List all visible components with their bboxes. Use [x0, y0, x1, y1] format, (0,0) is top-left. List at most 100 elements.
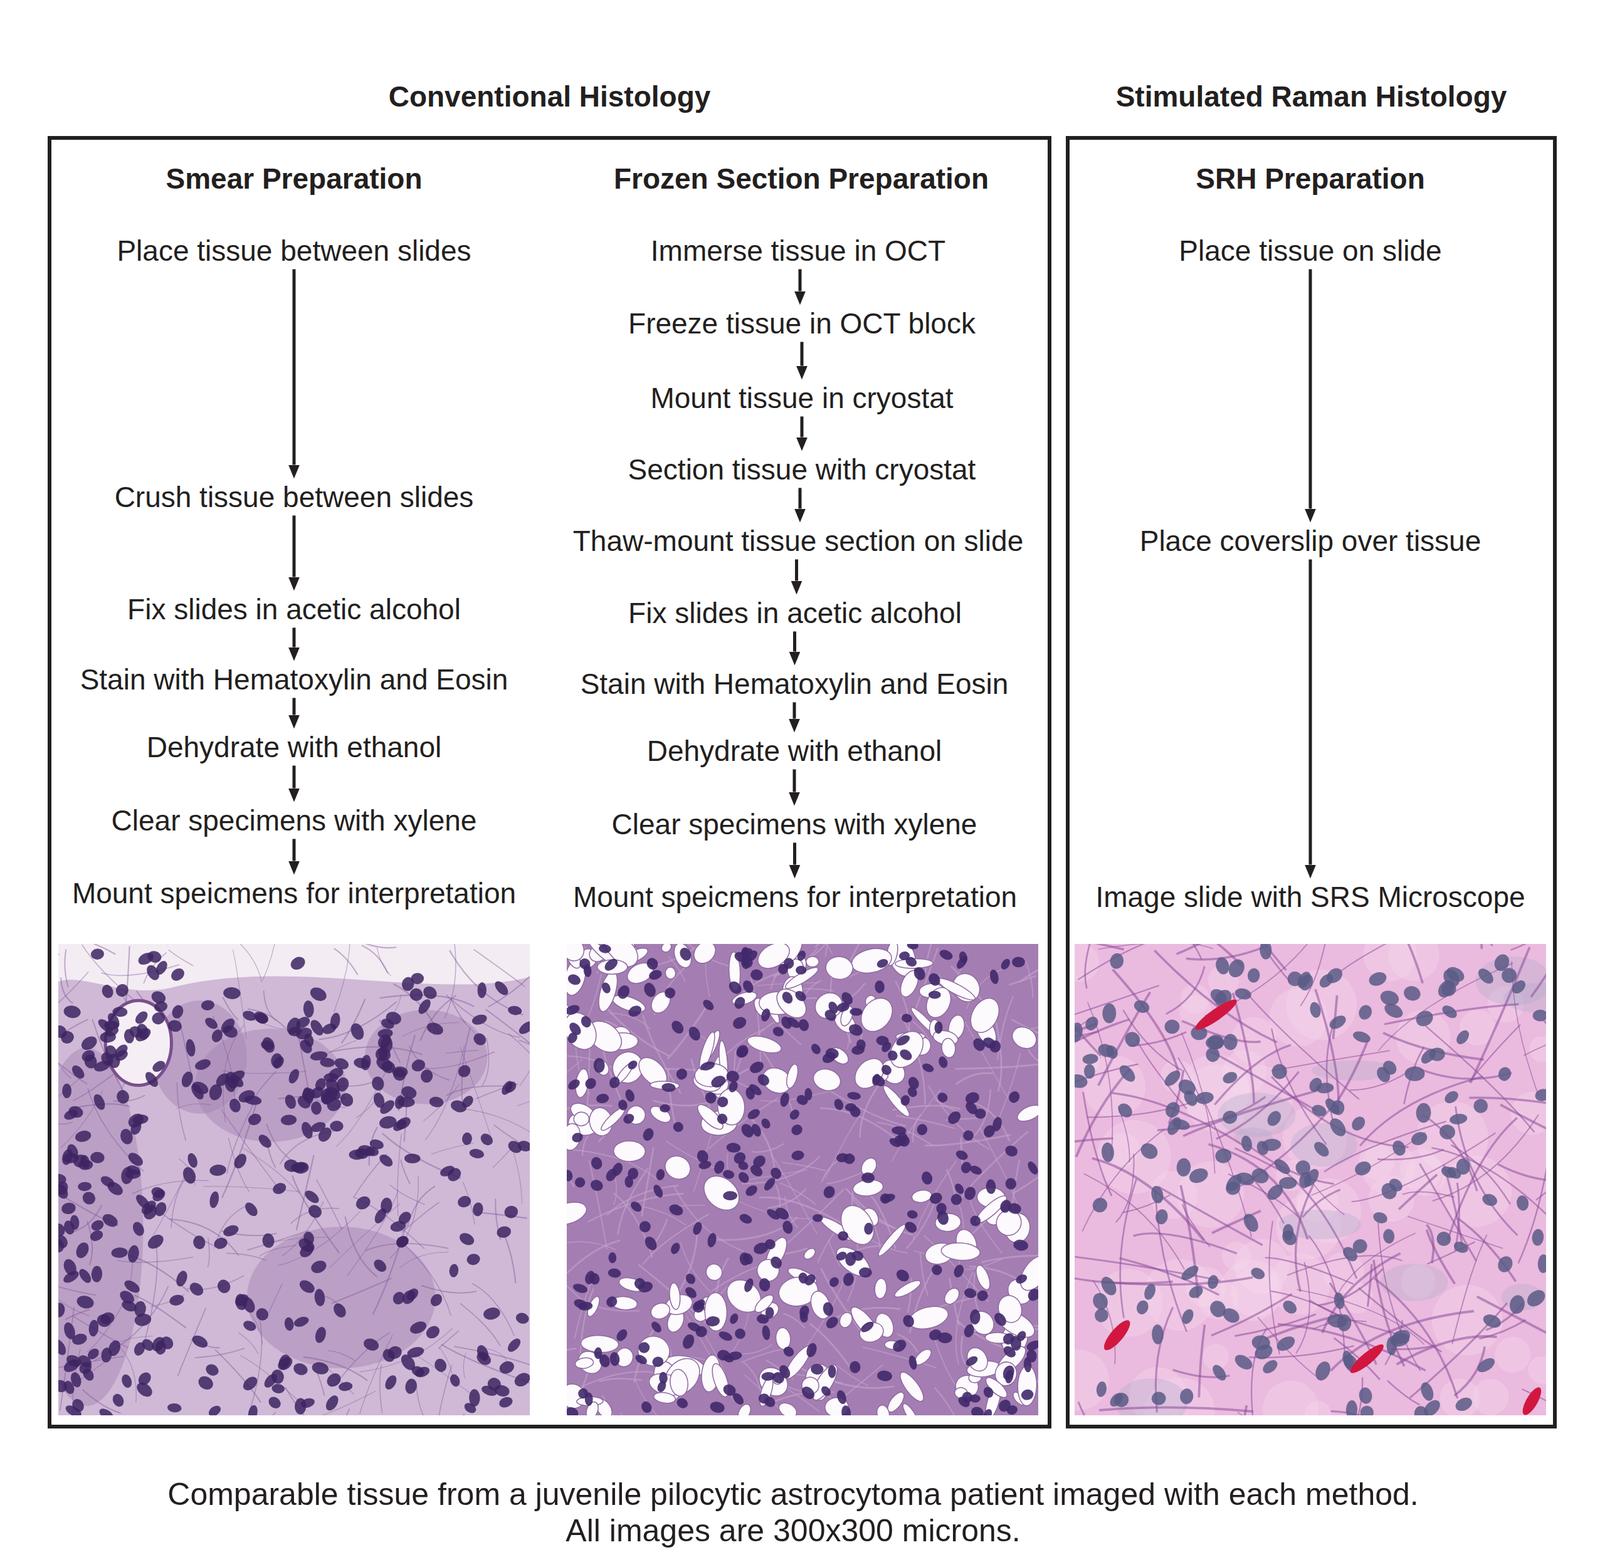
cell-nucleus: [119, 1373, 133, 1390]
freeze-artifact-hole: [801, 1246, 818, 1262]
glial-fiber: [1092, 1158, 1205, 1241]
cell-nucleus: [907, 1354, 919, 1371]
cell-nucleus: [1151, 1391, 1167, 1406]
tissue-streak: [709, 1217, 799, 1241]
glial-fiber: [508, 1033, 575, 1118]
srh-mottle: [1439, 1378, 1480, 1419]
cell-nucleus: [52, 1302, 66, 1319]
cell-nucleus: [215, 1277, 233, 1296]
cell-nucleus: [571, 1282, 589, 1296]
glial-fiber: [1042, 985, 1160, 1026]
cell-nucleus: [419, 1068, 434, 1085]
cell-nucleus: [302, 1231, 315, 1247]
cell-nucleus: [945, 1109, 964, 1127]
cell-nucleus: [1340, 1244, 1361, 1265]
cell-nucleus: [937, 947, 955, 962]
glial-fiber: [224, 931, 262, 983]
cell-nucleus: [150, 1011, 167, 1027]
cell-nucleus: [1012, 1238, 1029, 1253]
cell-nucleus: [683, 1285, 700, 1301]
cell-nucleus: [602, 956, 621, 974]
cell-nucleus: [478, 1131, 496, 1148]
cell-nucleus: [810, 1363, 824, 1375]
cell-nucleus: [906, 1209, 919, 1220]
cell-nucleus: [649, 1319, 664, 1335]
cell-nucleus: [762, 1176, 778, 1193]
freeze-artifact-hole: [697, 1169, 747, 1217]
cell-nucleus: [564, 1405, 580, 1421]
smear-dense-area: [30, 1047, 143, 1407]
cell-nucleus: [892, 1134, 908, 1148]
cell-nucleus: [394, 1234, 411, 1250]
tissue-streak: [620, 1413, 658, 1479]
cell-nucleus: [78, 1033, 100, 1053]
cell-nucleus: [879, 1063, 894, 1078]
cell-nucleus: [626, 1003, 644, 1020]
glial-fiber: [438, 1331, 459, 1350]
cell-nucleus: [305, 1202, 325, 1221]
glial-fiber: [144, 1239, 158, 1343]
cell-nucleus: [1102, 1003, 1116, 1024]
glial-fiber: [259, 1245, 297, 1258]
cell-nucleus: [233, 1292, 251, 1310]
cell-nucleus: [1438, 978, 1459, 1000]
cell-nucleus: [152, 1200, 169, 1219]
cell-nucleus: [150, 1187, 168, 1205]
cell-nucleus: [699, 1060, 716, 1073]
cell-nucleus: [828, 1365, 837, 1379]
glial-fiber: [336, 1062, 390, 1148]
glial-fiber: [347, 1189, 399, 1276]
cell-nucleus: [647, 968, 664, 982]
cell-nucleus: [187, 1280, 207, 1299]
cell-nucleus: [781, 1220, 795, 1236]
cell-nucleus: [348, 1149, 365, 1161]
cell-nucleus: [200, 999, 216, 1012]
freeze-artifact-hole: [659, 941, 674, 955]
cell-nucleus: [1186, 1284, 1206, 1301]
cell-nucleus: [1247, 968, 1261, 984]
cell-nucleus: [270, 1181, 288, 1197]
cell-nucleus: [926, 971, 943, 989]
cell-nucleus: [231, 1151, 249, 1171]
freeze-artifact-hole: [900, 1401, 921, 1427]
freeze-artifact-hole: [648, 1300, 673, 1322]
cell-nucleus: [313, 1326, 328, 1345]
cell-nucleus: [1491, 952, 1512, 974]
cell-nucleus: [385, 1344, 404, 1362]
glial-fiber: [1158, 1186, 1263, 1246]
cell-nucleus: [193, 1057, 212, 1073]
cell-nucleus: [113, 981, 132, 1000]
process-step: Fix slides in acetic alcohol: [127, 593, 461, 627]
cell-nucleus: [721, 1382, 738, 1399]
cell-nucleus: [1003, 1176, 1018, 1191]
cell-nucleus: [732, 994, 748, 1011]
cell-nucleus: [988, 968, 1000, 985]
cell-nucleus: [603, 1166, 619, 1184]
cell-nucleus: [1440, 1003, 1460, 1021]
freeze-artifact-hole: [892, 1277, 923, 1301]
cell-nucleus: [858, 1319, 876, 1335]
step-text: Dehydrate with ethanol: [647, 734, 943, 769]
freeze-artifact-hole: [964, 993, 1005, 1038]
cell-nucleus: [253, 1305, 271, 1324]
cell-nucleus: [564, 1003, 582, 1017]
cell-nucleus: [379, 1058, 397, 1076]
cell-nucleus: [623, 1088, 636, 1103]
cell-nucleus: [1271, 1156, 1293, 1178]
cell-nucleus: [832, 1097, 846, 1112]
glial-fiber: [446, 1086, 505, 1096]
tissue-streak: [519, 1348, 577, 1382]
cell-nucleus: [1248, 1265, 1267, 1282]
cell-nucleus: [477, 982, 487, 999]
cell-nucleus: [460, 1094, 476, 1110]
cell-nucleus: [684, 1272, 698, 1286]
cell-nucleus: [608, 1252, 617, 1264]
cell-nucleus: [1495, 1065, 1513, 1084]
glial-fiber: [316, 1179, 342, 1231]
cell-nucleus: [283, 1317, 295, 1332]
cell-nucleus: [1151, 1324, 1165, 1345]
flow-arrow: [292, 627, 296, 648]
cell-nucleus: [1475, 1355, 1498, 1376]
flow-arrow: [792, 769, 796, 792]
cell-nucleus: [512, 1370, 533, 1390]
